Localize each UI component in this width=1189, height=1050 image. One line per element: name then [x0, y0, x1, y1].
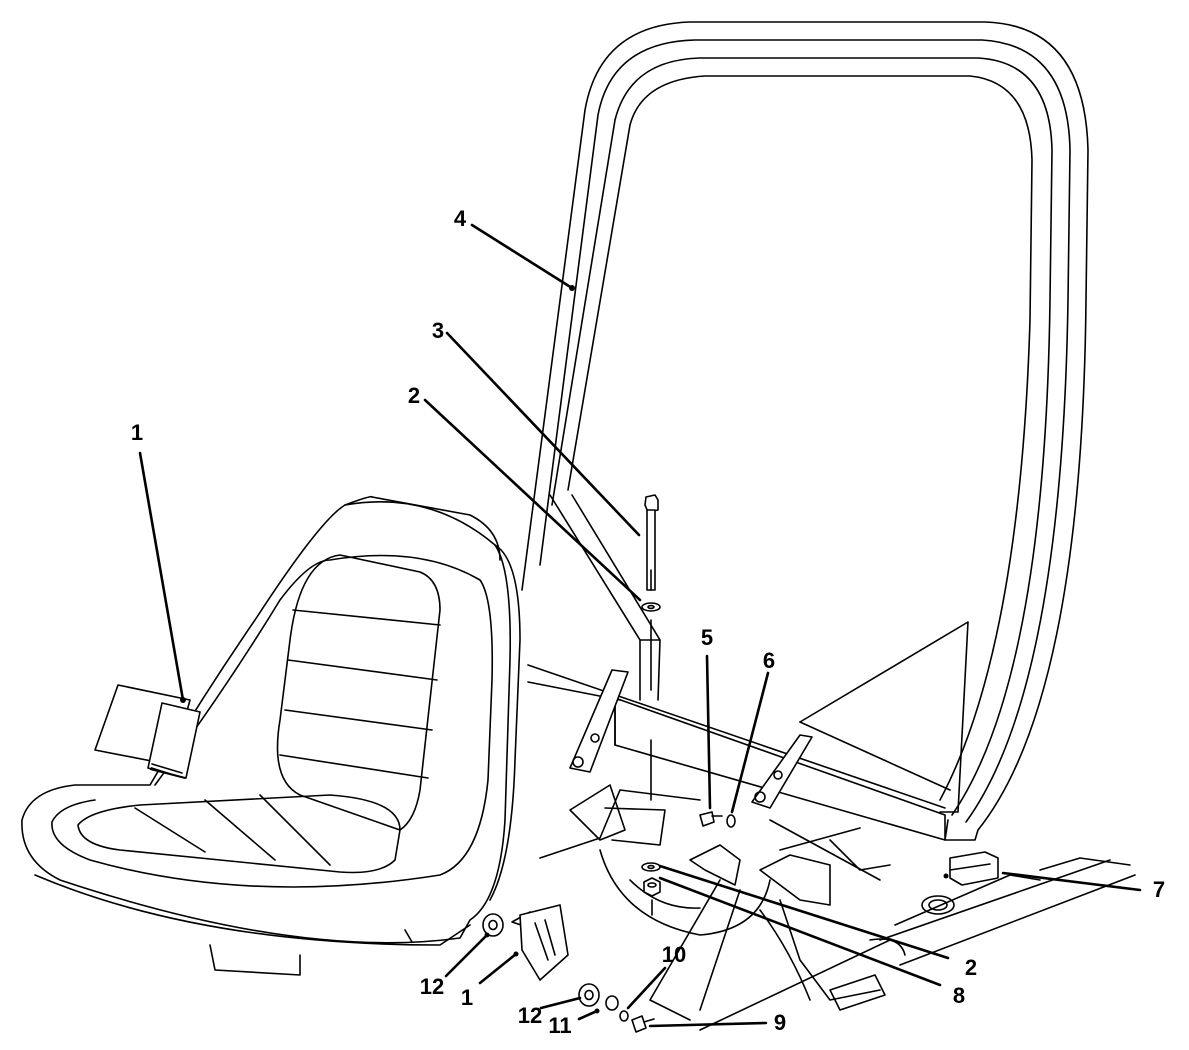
- left-mount-bracket: [569, 669, 629, 773]
- washer-upper: [641, 602, 661, 612]
- cross-member: [527, 664, 946, 841]
- callout-6-lock-washer: 6: [763, 648, 775, 673]
- seat: [21, 495, 521, 976]
- callout-5-bolt: 5: [701, 625, 713, 650]
- seat-belt-bolt: [631, 1015, 655, 1033]
- long-bolt: [644, 494, 659, 691]
- leader-lines: [138, 223, 1142, 1028]
- washer-lower: [641, 862, 661, 872]
- callout-4-roll-bar: 4: [454, 206, 467, 231]
- callout-10-lock-washer: 10: [662, 942, 686, 967]
- seat-belt-half: [511, 904, 569, 981]
- nut: [643, 877, 661, 897]
- callout-8-nut: 8: [953, 983, 965, 1008]
- leader-dots: [180, 285, 600, 1014]
- tractor-frame: [539, 784, 1136, 1031]
- callout-12-spacer-bottom: 12: [518, 1003, 542, 1028]
- callout-1-seat-belt-buckle: 1: [131, 420, 143, 445]
- callout-9-bolt: 9: [774, 1010, 786, 1035]
- lock-washer: [726, 814, 736, 828]
- callout-7-bumper: 7: [1153, 877, 1165, 902]
- callout-1-seat-belt-half: 1: [461, 985, 473, 1010]
- seat-belt-buckle: [94, 684, 201, 779]
- callout-11-flat-washer: 11: [548, 1013, 571, 1038]
- bumper-block: [943, 851, 999, 886]
- callout-3-long-bolt: 3: [432, 318, 444, 343]
- callout-2-lower-washer: 2: [965, 955, 977, 980]
- spacer-washer-left: [482, 913, 504, 937]
- spacer-washer-bottom: [578, 983, 600, 1007]
- lock-washer-bottom: [619, 1010, 629, 1022]
- callout-2-upper-washer: 2: [408, 383, 420, 408]
- callout-12-spacer-left: 12: [420, 974, 444, 999]
- roll-bar-frame: [521, 21, 1089, 841]
- bolt-short: [699, 811, 723, 827]
- right-mount-bracket: [751, 734, 813, 809]
- flat-washer: [605, 995, 619, 1011]
